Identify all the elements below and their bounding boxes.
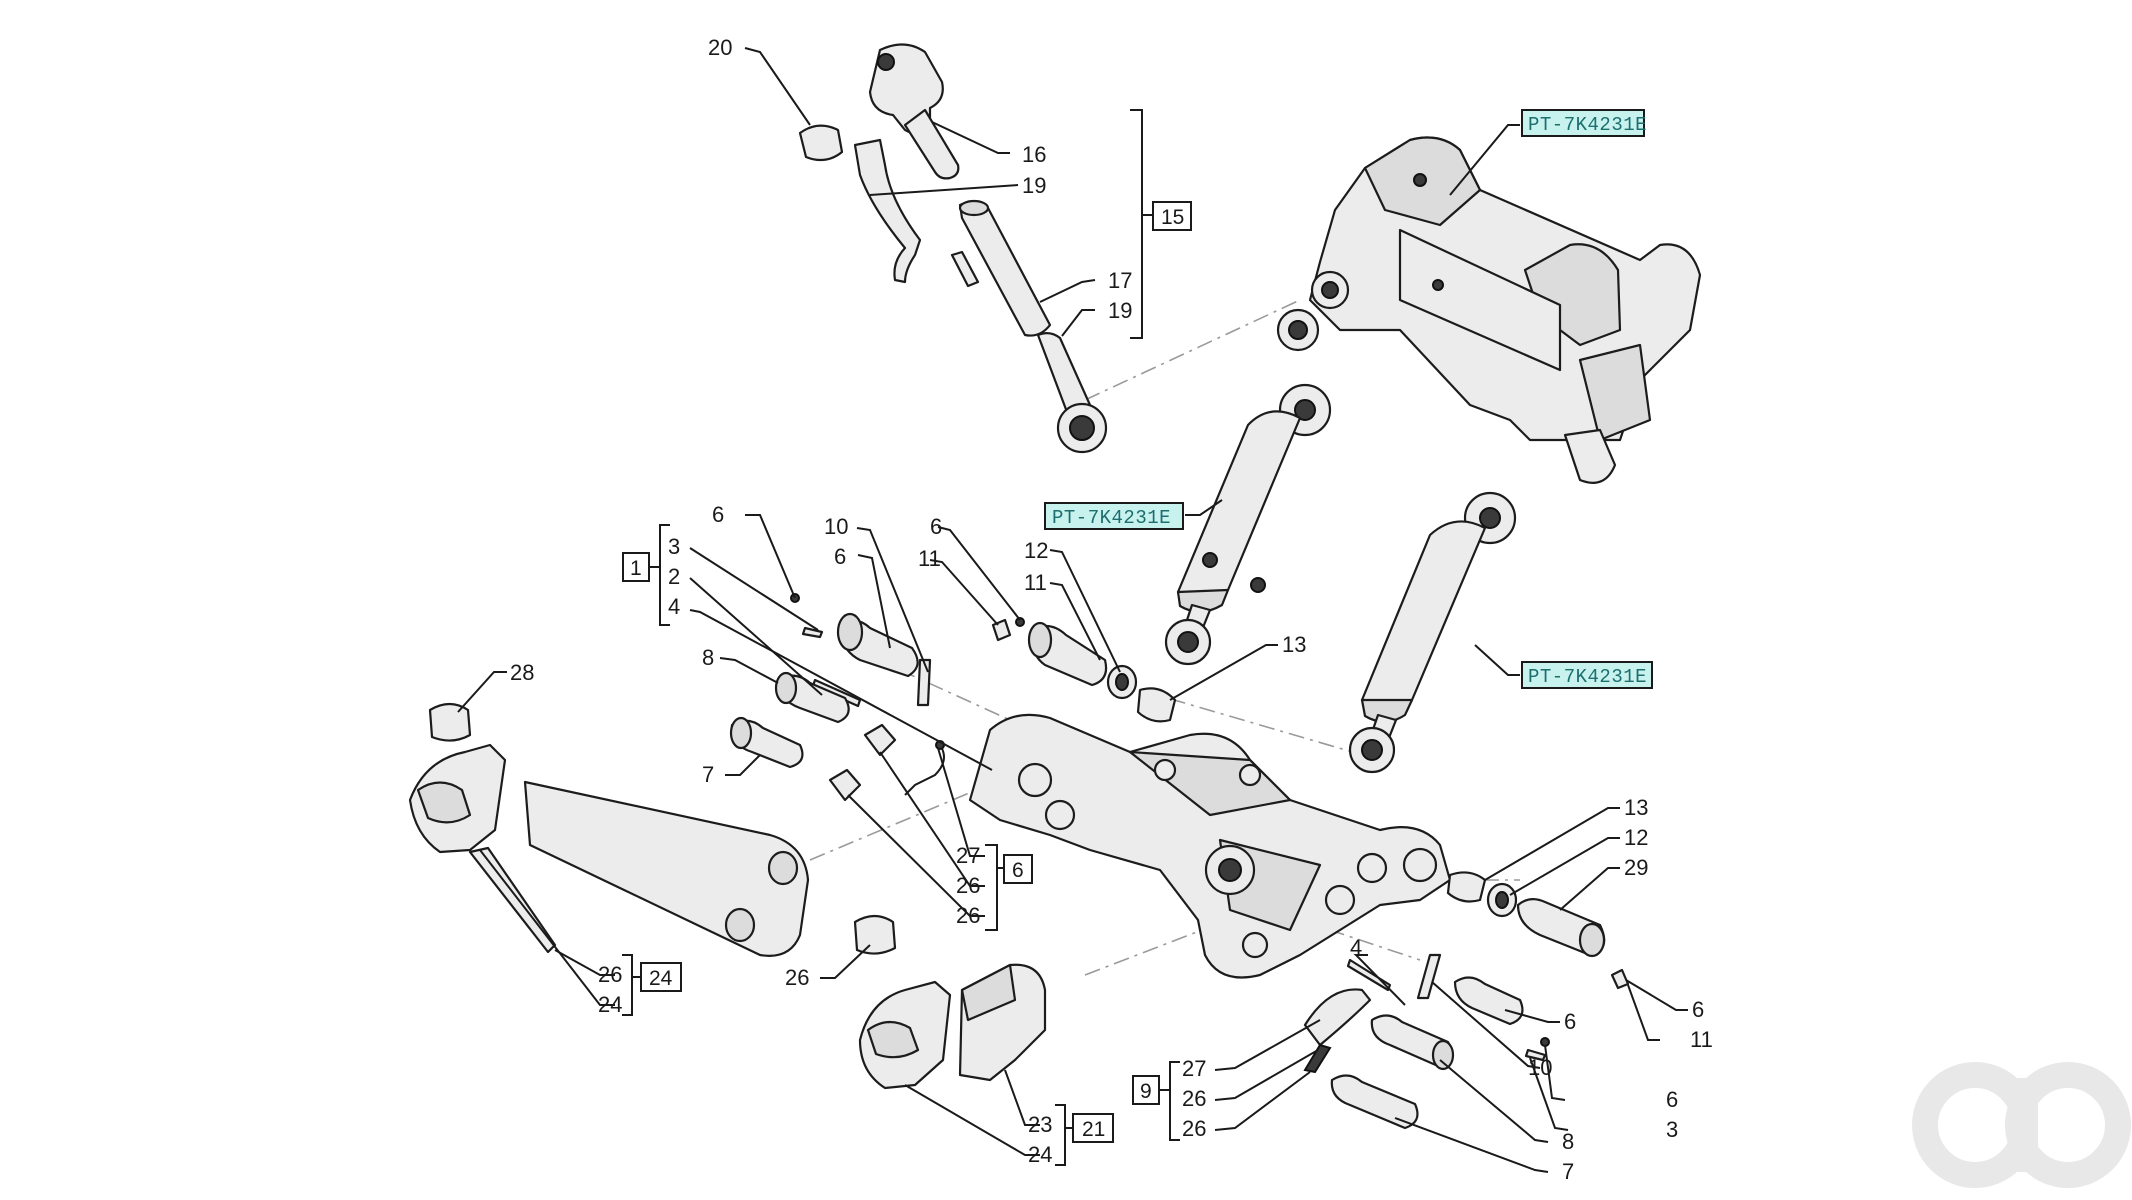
callout-6: 6 <box>1666 1087 1678 1112</box>
plate-27 <box>1303 988 1372 1047</box>
callout-28: 28 <box>510 660 534 685</box>
callout-11: 11 <box>1024 570 1047 595</box>
main-frame <box>968 713 1452 979</box>
part-17-tube <box>958 201 1052 337</box>
reference-tag-top: PT-7K4231E <box>1528 114 1647 136</box>
callout-20: 20 <box>708 35 732 60</box>
brackets <box>622 109 1180 1166</box>
callout-26: 26 <box>1182 1116 1206 1141</box>
callout-3: 3 <box>668 534 680 559</box>
callout-26: 26 <box>598 962 622 987</box>
cylinder-left <box>1164 383 1332 666</box>
reference-tag-right: PT-7K4231E <box>1528 666 1647 688</box>
callout-29: 29 <box>1624 855 1648 880</box>
callout-6: 6 <box>1564 1009 1576 1034</box>
group-box-24: 24 <box>649 967 673 990</box>
callout-11: 11 <box>918 546 941 571</box>
callout-6: 6 <box>1692 997 1704 1022</box>
callout-7: 7 <box>1562 1159 1574 1184</box>
reference-tags: PT-7K4231E PT-7K4231E PT-7K4231E <box>1044 109 1653 689</box>
callout-26: 26 <box>785 965 809 990</box>
callout-4: 4 <box>668 594 680 619</box>
callout-11: 11 <box>1690 1027 1713 1052</box>
callout-7: 7 <box>702 762 714 787</box>
callout-26: 26 <box>1182 1086 1206 1111</box>
group-box-15: 15 <box>1161 206 1184 229</box>
callout-2: 2 <box>668 564 680 589</box>
callout-13: 13 <box>1624 795 1648 820</box>
callout-6: 6 <box>834 544 846 569</box>
upper-housing <box>1276 136 1702 484</box>
frame-body <box>968 713 1452 979</box>
callout-13: 13 <box>1282 632 1306 657</box>
cylinder-right <box>1348 491 1517 774</box>
callout-4: 4 <box>1350 935 1362 960</box>
center-lines <box>809 299 1520 976</box>
callout-6: 6 <box>712 502 724 527</box>
lower-hook-group <box>858 963 1047 1090</box>
watermark-logo <box>1912 1062 2131 1188</box>
callout-19: 19 <box>1022 173 1046 198</box>
callout-12: 12 <box>1624 825 1648 850</box>
callout-12: 12 <box>1024 538 1048 563</box>
lower-arm-left <box>408 743 810 957</box>
callout-16: 16 <box>1022 142 1046 167</box>
callout-17: 17 <box>1108 268 1132 293</box>
callout-8: 8 <box>1562 1129 1574 1154</box>
callout-27: 27 <box>956 843 980 868</box>
part-20-bushing <box>798 124 844 162</box>
group-box-1: 1 <box>630 557 642 580</box>
group-box-21: 21 <box>1082 1118 1105 1141</box>
top-link-assembly <box>798 43 1108 454</box>
callout-10: 10 <box>1528 1055 1552 1080</box>
callout-numbers: 20 16 19 17 19 6 3 2 4 10 6 6 11 12 11 1… <box>510 35 1713 1184</box>
callout-10: 10 <box>824 514 848 539</box>
callout-24: 24 <box>598 992 622 1017</box>
callout-8: 8 <box>702 645 714 670</box>
arm-26 <box>523 780 810 957</box>
callout-6: 6 <box>930 514 942 539</box>
pin-6-lower <box>1453 976 1524 1026</box>
leader-lines <box>457 47 1688 1173</box>
group-box-9: 9 <box>1140 1080 1152 1103</box>
callout-26: 26 <box>956 873 980 898</box>
callout-23: 23 <box>1028 1112 1052 1137</box>
callout-24: 24 <box>1028 1142 1052 1167</box>
callout-27: 27 <box>1182 1056 1206 1081</box>
callout-3: 3 <box>1666 1117 1678 1142</box>
group-boxes: 15 1 6 24 21 9 <box>622 201 1192 1143</box>
part-19-clip <box>853 138 922 284</box>
group-box-6: 6 <box>1012 859 1024 882</box>
callout-19: 19 <box>1108 298 1132 323</box>
callout-26: 26 <box>956 903 980 928</box>
reference-tag-middle: PT-7K4231E <box>1052 507 1171 529</box>
